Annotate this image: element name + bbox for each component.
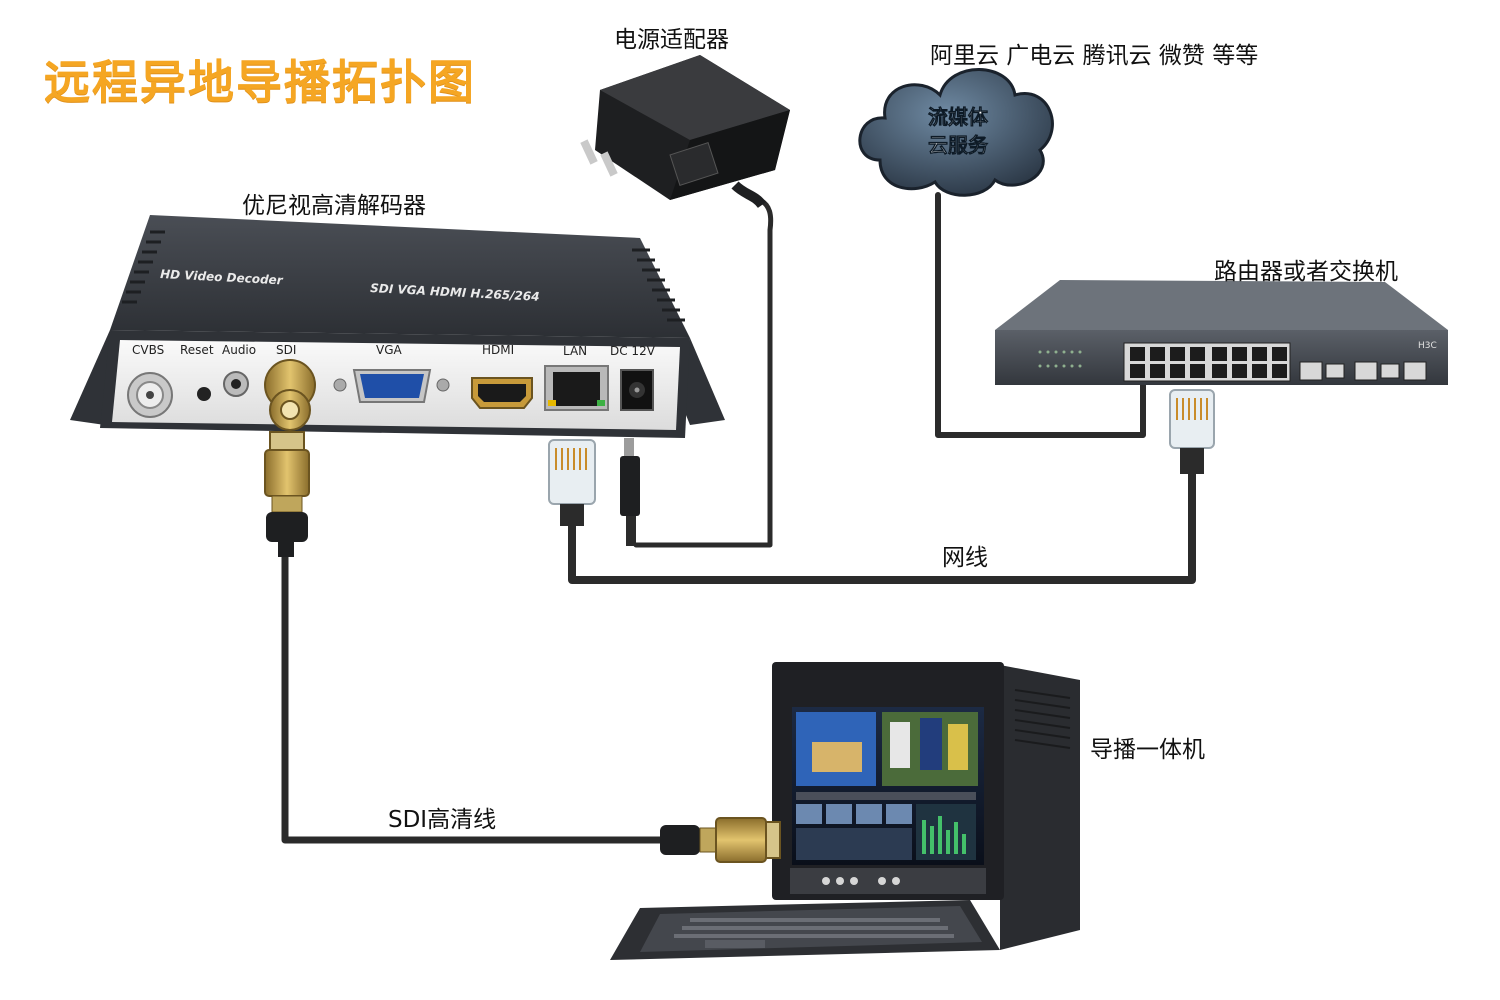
dc-port-icon [621, 370, 653, 410]
production-unit [610, 662, 1080, 960]
sdi-cable [285, 555, 665, 840]
port-label-hdmi: HDMI [482, 343, 514, 357]
cloud-text-line1: 流媒体 [928, 105, 989, 129]
power-adapter [580, 55, 790, 205]
label-decoder: 优尼视高清解码器 [242, 186, 426, 220]
port-label-vga: VGA [376, 343, 403, 357]
label-power-adapter: 电源适配器 [614, 20, 729, 54]
label-network-cable: 网线 [942, 538, 988, 572]
router-device: H3C [995, 280, 1448, 385]
port-label-sdi: SDI [276, 343, 296, 357]
sdi-plug-horizontal [660, 818, 780, 862]
router-brand: H3C [1418, 341, 1437, 351]
label-production-unit: 导播一体机 [1090, 730, 1205, 764]
label-sdi-cable: SDI高清线 [388, 800, 496, 834]
dc-plug [620, 438, 640, 546]
port-label-dc: DC 12V [610, 344, 656, 358]
decoder-device: HD Video Decoder SDI VGA HDMI H.265/264 … [70, 215, 725, 438]
reset-button-icon [197, 387, 211, 401]
port-label-lan: LAN [563, 344, 587, 358]
hdmi-port-icon [472, 378, 532, 408]
rj45-plug-router [1170, 390, 1214, 474]
sdi-plug-vertical [265, 432, 309, 557]
audio-port-icon [224, 372, 248, 396]
label-cloud-providers: 阿里云 广电云 腾讯云 微赞 等等 [930, 36, 1258, 70]
port-label-reset: Reset [180, 343, 214, 357]
port-label-cvbs: CVBS [132, 343, 164, 357]
lan-port-icon [545, 366, 608, 410]
cvbs-port-icon [128, 373, 172, 417]
port-label-audio: Audio [222, 343, 256, 357]
label-router: 路由器或者交换机 [1214, 252, 1398, 286]
sdi-port-icon [265, 360, 315, 430]
rj45-plug-decoder [549, 440, 595, 526]
cloud-text-line2: 云服务 [928, 133, 989, 157]
network-cable [572, 470, 1192, 580]
